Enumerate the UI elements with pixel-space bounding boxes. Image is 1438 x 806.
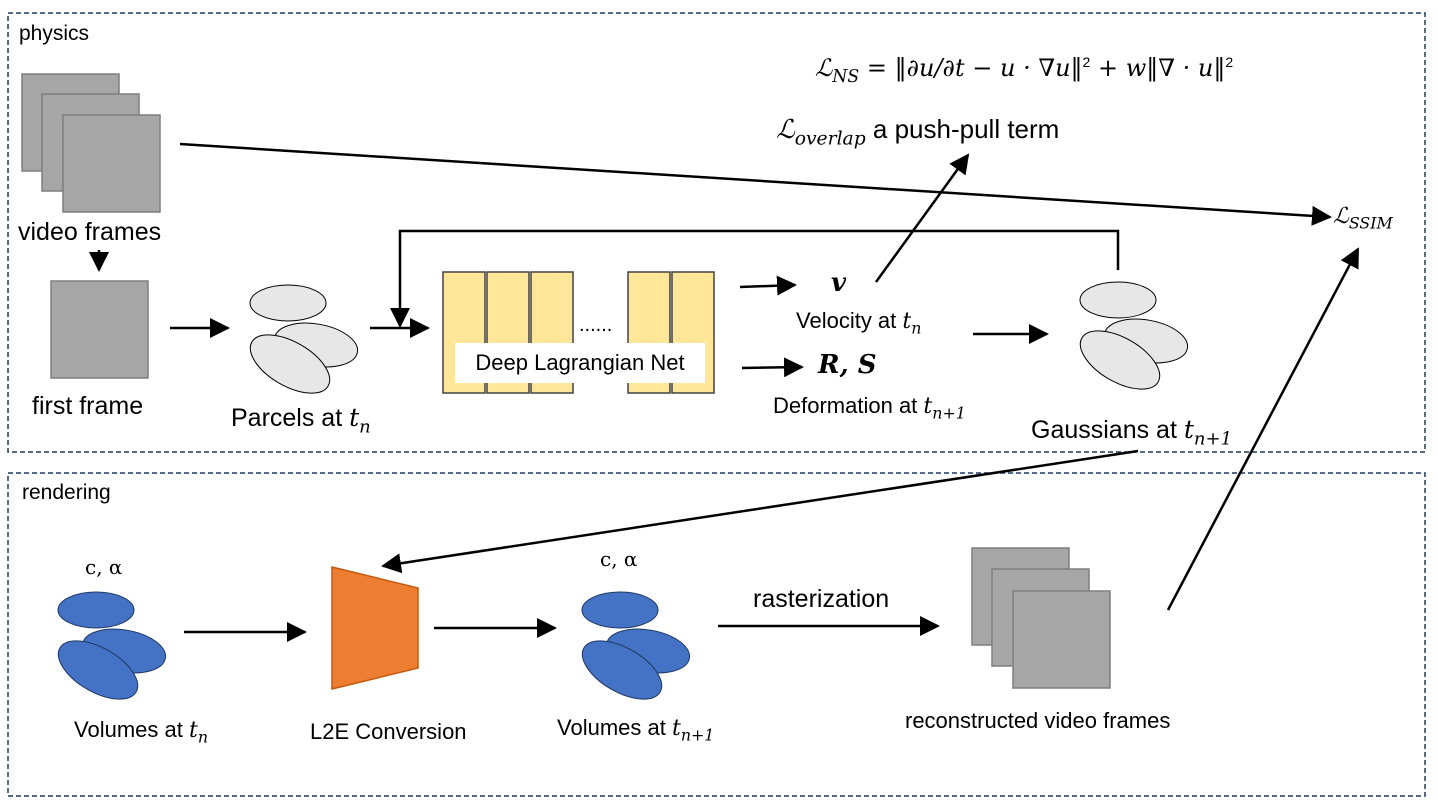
arrow-frames-to-ssim — [179, 142, 1332, 226]
volumes-n — [57, 591, 167, 700]
rendering-section-box — [7, 472, 1426, 797]
parcels-gaussians — [249, 284, 359, 394]
rendering-section-title: rendering — [22, 481, 111, 504]
loss-overlap: ℒoverlap a push-pull term — [776, 114, 1060, 150]
reconstructed-frames-label: reconstructed video frames — [905, 708, 1171, 733]
rasterization-label: rasterization — [753, 585, 890, 613]
reconstructed-frames-stack — [971, 547, 1111, 689]
velocity-symbol: v — [831, 268, 847, 298]
c-alpha-label-1: c, α — [85, 555, 123, 579]
net-ellipsis: ...... — [579, 314, 613, 336]
loss-ns-equation: ℒNS = ‖∂u/∂t − u · ∇u‖2 + w‖∇ · u‖2 — [815, 54, 1234, 88]
arrow-recon-to-ssim — [1166, 247, 1360, 611]
volumes-next-label: Volumes at tn+1 — [557, 715, 715, 745]
arrow-gaussians-to-l2e — [381, 449, 1139, 574]
physics-section-box — [7, 12, 1426, 453]
arrow-net-to-deform — [741, 357, 804, 378]
parcels-label: Parcels at tn — [231, 403, 371, 438]
volumes-n-label: Volumes at tn — [74, 717, 209, 747]
c-alpha-label-2: c, α — [600, 547, 638, 571]
l2e-label: L2E Conversion — [310, 719, 467, 744]
first-frame — [50, 280, 149, 379]
video-frames-label: video frames — [18, 218, 162, 246]
video-frames-stack — [21, 73, 161, 213]
loss-ssim: ℒSSIM — [1333, 204, 1393, 233]
arrow-net-to-velocity — [739, 275, 797, 296]
deformation-symbol: R, S — [818, 350, 877, 380]
velocity-label: Velocity at tn — [796, 308, 922, 338]
gaussians-label: Gaussians at tn+1 — [1031, 415, 1233, 450]
arrow-feedback-loop — [390, 229, 1120, 328]
deformation-label: Deformation at tn+1 — [773, 393, 966, 423]
arrow-velocity-to-loss — [874, 153, 970, 283]
l2e-conversion-block — [331, 566, 419, 690]
physics-section-title: physics — [19, 22, 90, 45]
first-frame-label: first frame — [32, 392, 144, 420]
arrows — [89, 142, 1360, 642]
net-label: Deep Lagrangian Net — [455, 343, 705, 383]
gaussians-next — [1079, 281, 1189, 390]
volumes-next — [581, 591, 691, 700]
